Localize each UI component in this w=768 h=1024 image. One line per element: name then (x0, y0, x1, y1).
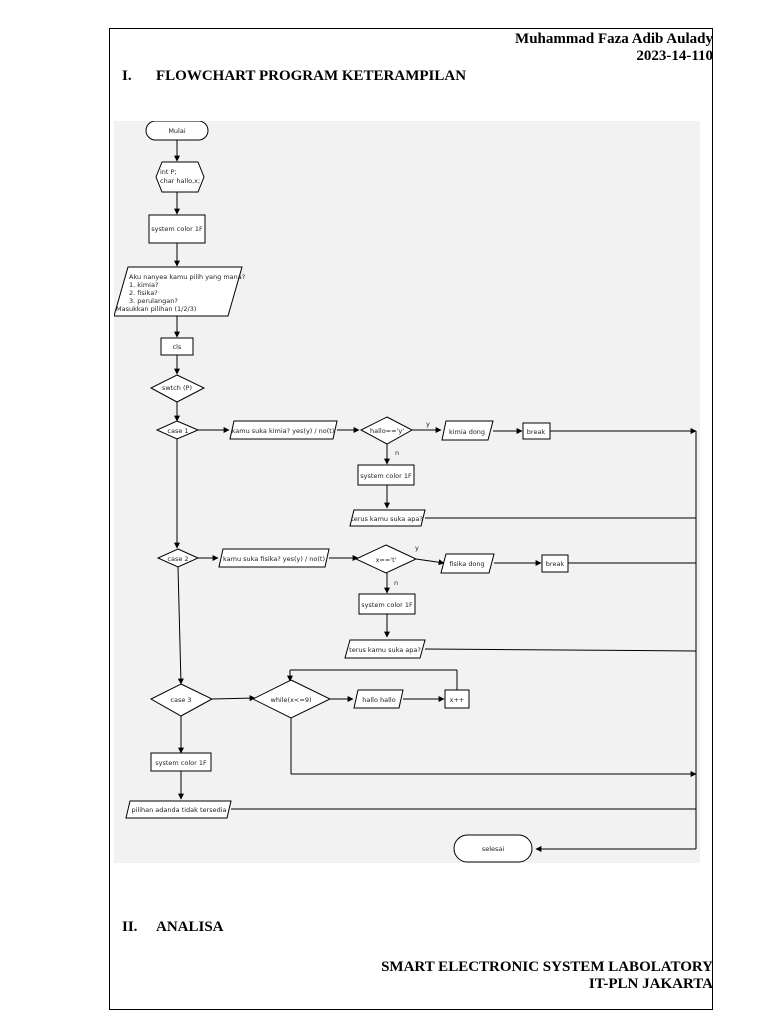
case1-question-label: kamu suka kimia? yes(y) / no(t) (232, 427, 335, 435)
section-number: I. (122, 68, 132, 84)
while-decision (251, 679, 332, 719)
case2-break (541, 554, 569, 573)
case3-system-color (150, 752, 212, 772)
default-output-label: pilihan adanda tidak tersedia (131, 806, 226, 814)
system-color-label: system color 1F (151, 225, 203, 233)
section-heading-analisa: II. ANALISA (122, 919, 224, 936)
case1-system-color-label: system color 1F (360, 472, 412, 480)
case3-decision (149, 683, 214, 717)
case1-output-kimia (441, 420, 494, 441)
case2-question-io (218, 548, 330, 568)
cls-label: cls (173, 343, 182, 351)
case3-system-color-label: system color 1F (155, 759, 207, 767)
declare-line-2: char hallo,x; (160, 177, 200, 185)
case2-question-label: kamu suka fisika? yes(y) / no(t) (223, 555, 325, 563)
increment-process (444, 689, 470, 709)
end-terminator (453, 834, 533, 863)
start-label: Mulai (168, 127, 186, 135)
case2-decision (156, 548, 200, 568)
case1-break-label: break (527, 428, 546, 436)
switch-decision (149, 374, 206, 403)
case1-decision (155, 420, 200, 440)
case1-yes-label: y (426, 420, 430, 428)
end-label: selesai (482, 845, 505, 853)
menu-line-2: 1. kimia? (129, 281, 158, 289)
case1-no-label: n (395, 449, 399, 457)
menu-line-4: 3. perulangan? (129, 297, 178, 305)
section-title: ANALISA (156, 919, 224, 935)
case1-decision-hallo (359, 416, 414, 445)
case1-more-output (349, 509, 426, 527)
case1-more-label: terus kamu suka apa? (351, 515, 423, 523)
case2-yes-label: y (415, 544, 419, 552)
student-id: 2023-14-110 (636, 48, 713, 64)
case2-system-color (358, 593, 416, 615)
flowchart-diagram: Mulai int P; char hallo,x; system color … (114, 121, 700, 863)
menu-line-1: Aku nanyea kamu pilih yang mana? (129, 273, 245, 281)
menu-line-3: 2. fisika? (129, 289, 158, 297)
author-name: Muhammad Faza Adib Aulady (515, 31, 713, 47)
case2-system-color-label: system color 1F (361, 601, 413, 609)
case2-break-label: break (546, 560, 565, 568)
while-label: while(x<=9) (271, 696, 312, 704)
declaration-hexagon (155, 161, 205, 193)
case2-output-fisika (440, 553, 495, 574)
menu-line-5: Masukkan pilihan (1/2/3) (116, 305, 196, 313)
case2-more-label: terus kamu suka apa? (349, 646, 421, 654)
case2-no-label: n (394, 579, 398, 587)
case1-kimia-label: kimia dong (449, 428, 485, 436)
case2-more-output (344, 639, 426, 659)
case1-question-io (229, 420, 338, 440)
switch-label: swtch (P) (162, 384, 192, 392)
menu-output-parallelogram (114, 266, 243, 317)
case2-fisika-label: fisika dong (449, 560, 484, 568)
case3-label: case 3 (170, 696, 191, 704)
case2-decision-label: x=='t' (376, 556, 397, 564)
loop-output-label: hallo hallo (362, 696, 395, 704)
loop-output (353, 689, 404, 709)
case1-label: case 1 (167, 427, 188, 435)
footer-lab-name: SMART ELECTRONIC SYSTEM LABOLATORY (381, 959, 713, 975)
case2-decision-x (354, 544, 418, 574)
declare-line-1: int P; (160, 168, 177, 176)
case2-label: case 2 (167, 555, 188, 563)
page-frame (109, 28, 713, 1010)
footer-institution: IT-PLN JAKARTA (588, 976, 713, 992)
section-number: II. (122, 919, 138, 935)
increment-label: x++ (450, 696, 465, 704)
default-output (125, 800, 232, 819)
system-color-process (148, 214, 206, 244)
section-title: FLOWCHART PROGRAM KETERAMPILAN (156, 68, 467, 84)
case1-system-color (357, 464, 415, 486)
case1-decision-label: hallo=='y' (370, 427, 404, 435)
cls-process (160, 337, 194, 356)
start-terminator (145, 121, 209, 141)
case1-break (522, 422, 551, 440)
section-heading-flowchart: I. FLOWCHART PROGRAM KETERAMPILAN (122, 68, 466, 85)
